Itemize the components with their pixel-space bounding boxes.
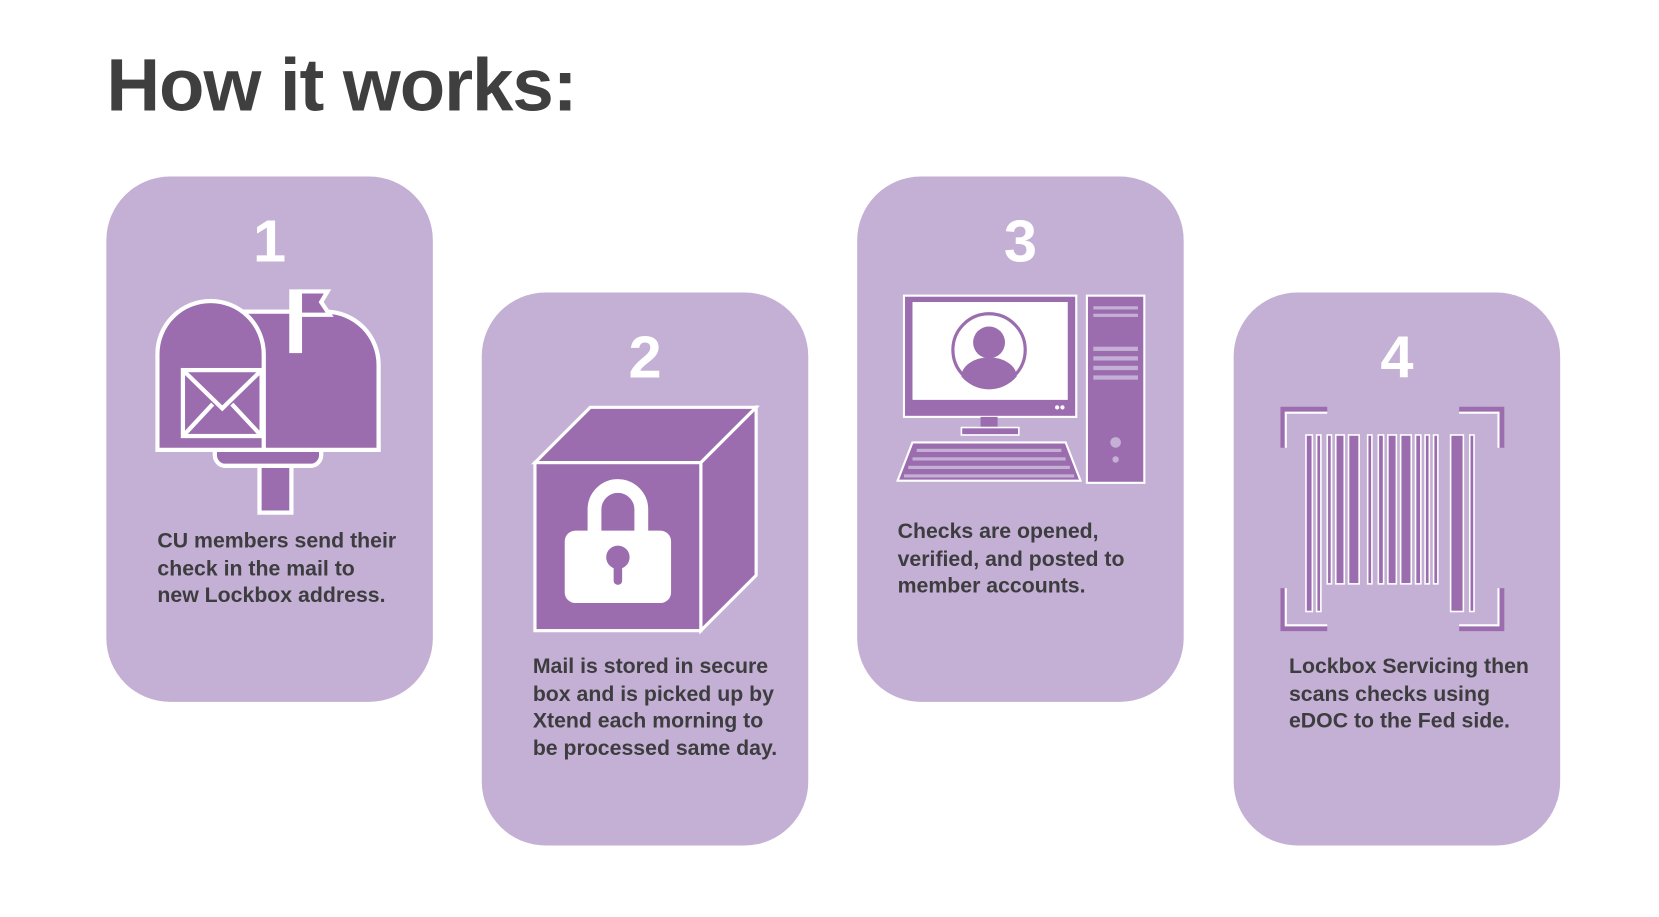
step-description: CU members send their check in the mail …	[157, 529, 397, 608]
page-title: How it works:	[106, 43, 577, 127]
computer-icon	[896, 294, 1146, 484]
step-number: 2	[628, 323, 662, 391]
step-description: Checks are opened, verified, and posted …	[897, 520, 1125, 598]
step-number: 1	[253, 207, 287, 275]
step-number: 3	[1003, 207, 1037, 275]
step-card-1: 1 CU members send their check in the mai…	[106, 176, 433, 702]
mailbox-icon	[155, 289, 381, 515]
step-description: Mail is stored in secure box and is pick…	[532, 655, 778, 760]
step-card-4: 4 Lockbox Servicing then scans checks us…	[1233, 292, 1561, 846]
step-description: Lockbox Servicing then scans checks usin…	[1288, 655, 1529, 733]
locked-box-icon	[531, 405, 760, 635]
barcode-scan-icon	[1280, 406, 1505, 632]
step-card-3: 3 Checks are opened, verified, and poste…	[857, 176, 1184, 702]
step-card-2: 2 Mail is stored in secure box and is pi…	[481, 292, 809, 846]
step-number: 4	[1380, 323, 1414, 391]
